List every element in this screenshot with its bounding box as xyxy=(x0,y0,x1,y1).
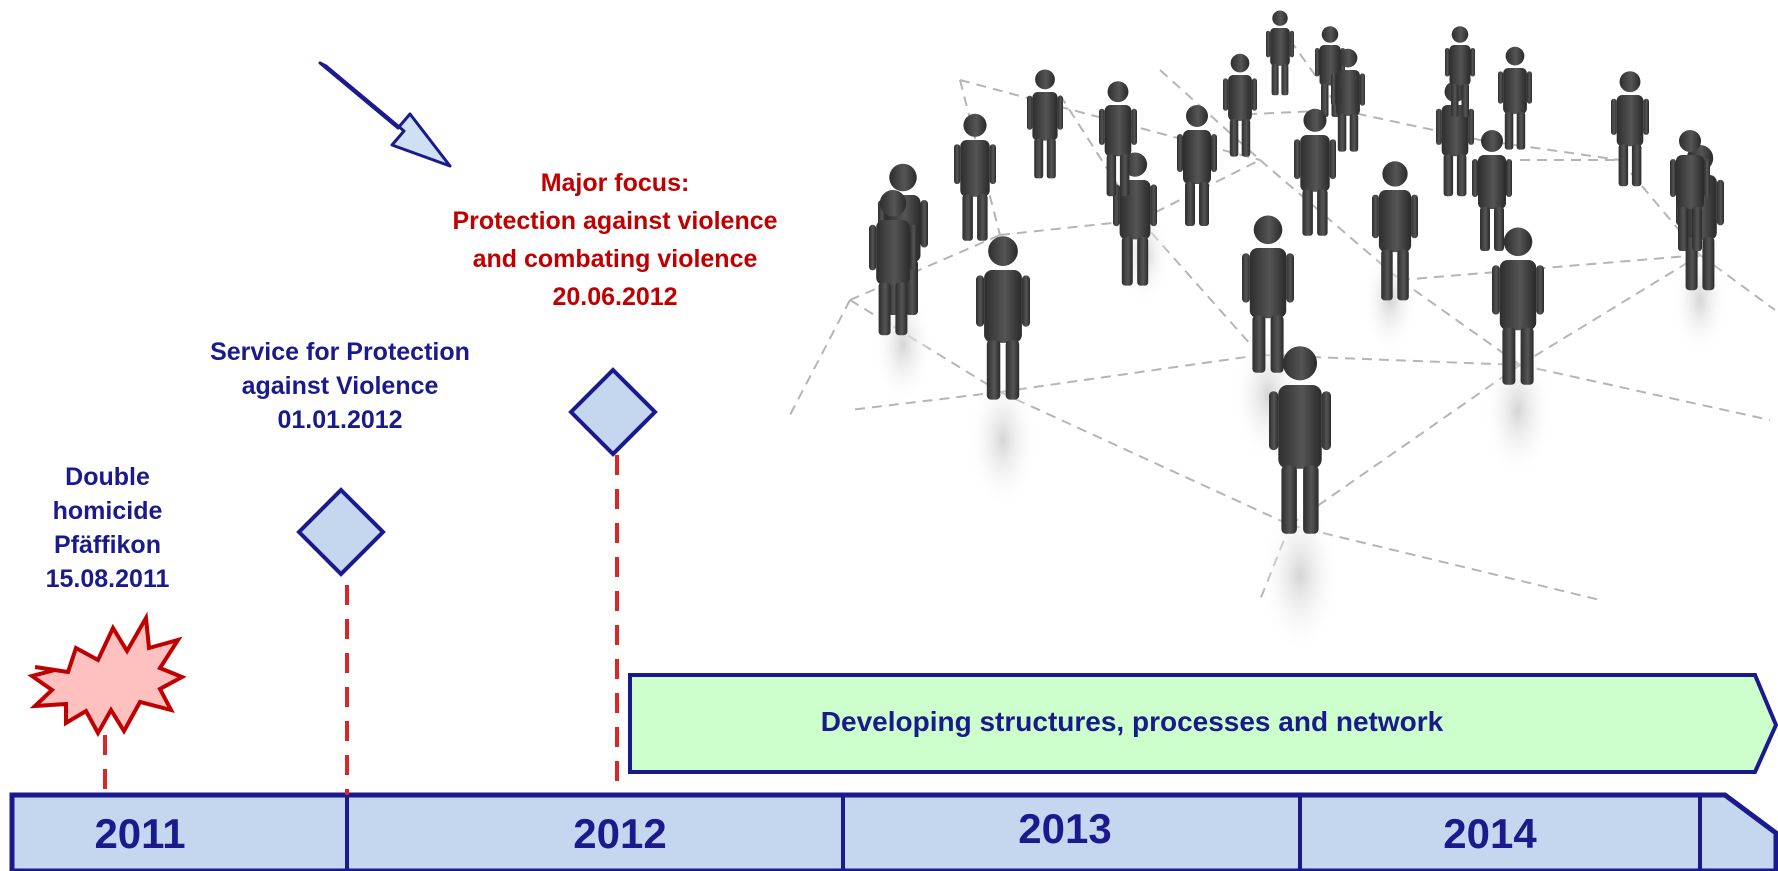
year-2011: 2011 xyxy=(94,810,186,857)
event-marker-lines xyxy=(103,455,619,795)
crime-line-2: homicide xyxy=(52,497,163,525)
crime-line-1: Double xyxy=(65,463,150,491)
year-2013: 2013 xyxy=(1018,805,1112,852)
year-2014: 2014 xyxy=(1443,810,1537,857)
service-milestone-diamond xyxy=(296,487,386,577)
figure-shadows xyxy=(873,205,1728,655)
pointer-arrow xyxy=(318,61,452,168)
person-figures xyxy=(869,10,1724,534)
crime-line-3: Pfäffikon xyxy=(54,531,161,559)
focus-line-3: and combating violence xyxy=(472,245,758,273)
phase-arrow xyxy=(628,673,1778,774)
focus-event-label: Major focus: Protection against violence… xyxy=(395,164,835,316)
year-2012: 2012 xyxy=(573,810,667,857)
crime-burst-icon xyxy=(27,611,187,738)
service-date: 01.01.2012 xyxy=(277,406,403,434)
timeline-dividers xyxy=(345,795,1702,871)
focus-milestone-diamond xyxy=(568,367,658,457)
focus-line-1: Major focus: xyxy=(540,169,690,197)
service-line-2: against Violence xyxy=(241,372,439,400)
service-event-label: Service for Protection against Violence … xyxy=(160,335,520,437)
service-line-1: Service for Protection xyxy=(210,338,470,366)
phase-label: Developing structures, processes and net… xyxy=(820,706,1444,737)
people-network-illustration xyxy=(789,10,1776,655)
timeline-axis xyxy=(9,792,1778,871)
focus-date: 20.06.2012 xyxy=(552,283,678,311)
focus-line-2: Protection against violence xyxy=(452,207,778,235)
crime-date: 15.08.2011 xyxy=(45,565,170,593)
crime-event-label: Double homicide Pfäffikon 15.08.2011 xyxy=(20,460,195,596)
